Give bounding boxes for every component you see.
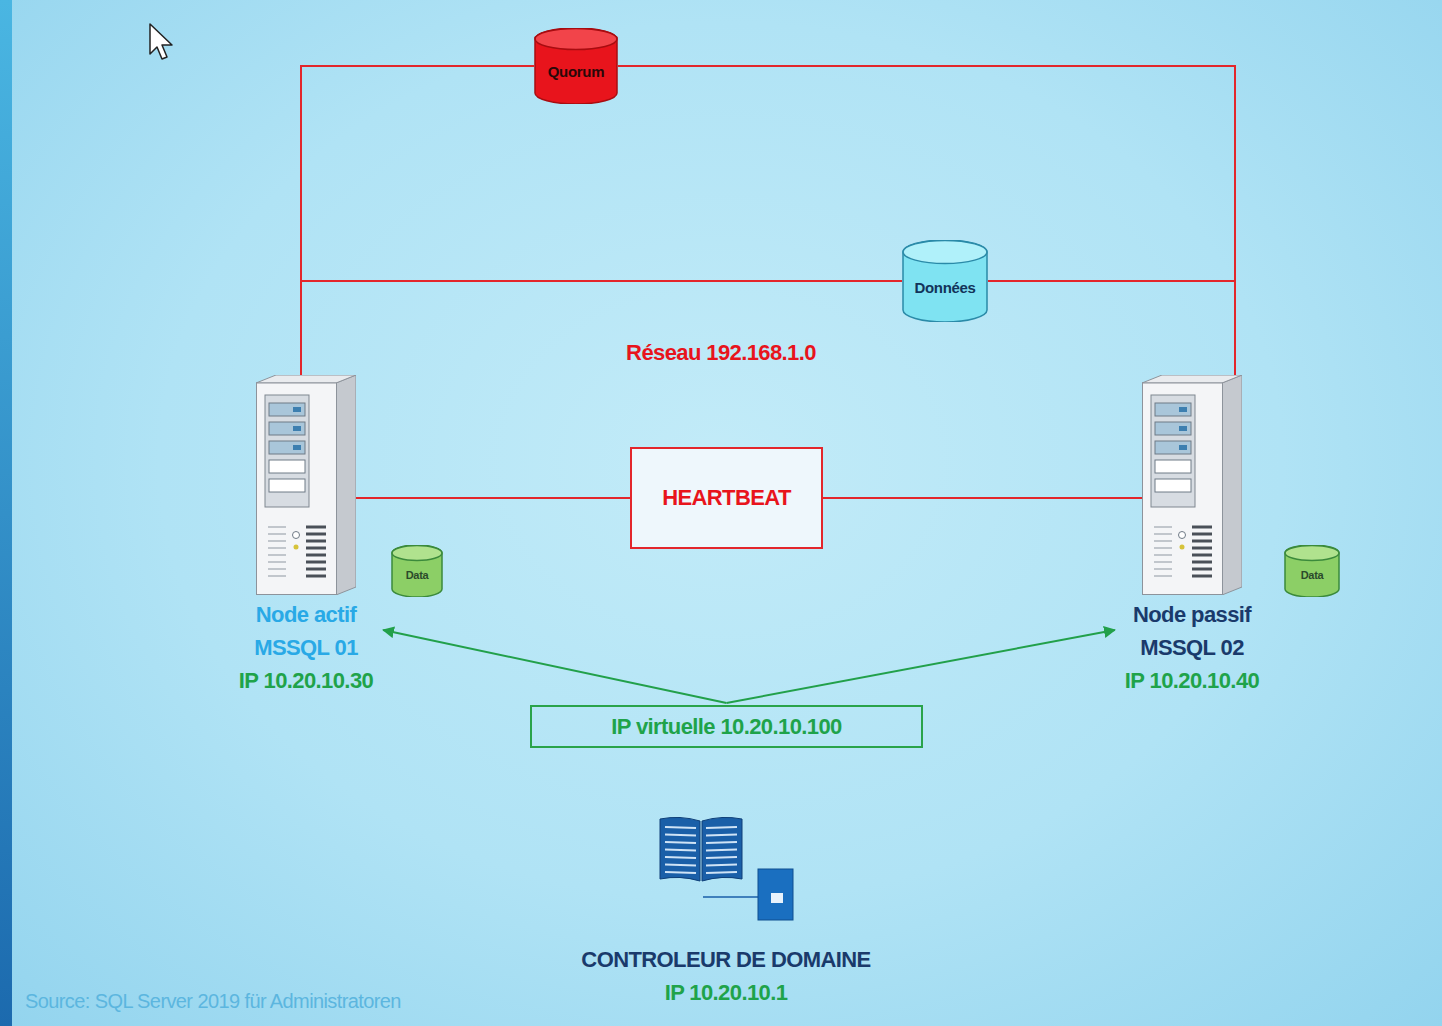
domain-controller-label: IP 10.20.10.1 <box>665 976 788 1009</box>
network-line <box>356 497 630 499</box>
storage-cylinder: Quorum <box>534 28 618 104</box>
server-label: Node actif <box>256 598 356 631</box>
process-box: IP virtuelle 10.20.10.100 <box>530 705 923 748</box>
domain-controller: CONTROLEUR DE DOMAINEIP 10.20.10.1 <box>577 815 874 1009</box>
cylinder-label: Data <box>1301 569 1324 581</box>
cylinder-label: Données <box>914 279 975 296</box>
network-line <box>823 497 1142 499</box>
server-node: Node actifMSSQL 01IP 10.20.10.30 <box>235 375 377 697</box>
domain-controller-label: CONTROLEUR DE DOMAINE <box>581 943 870 976</box>
cylinder-label: Quorum <box>548 63 605 80</box>
server-label: Node passif <box>1133 598 1251 631</box>
box-label: IP virtuelle 10.20.10.100 <box>611 714 841 740</box>
network-label: Réseau 192.168.1.0 <box>0 340 1442 366</box>
arrow-connector <box>383 630 726 703</box>
server-label: IP 10.20.10.40 <box>1125 664 1259 697</box>
server-label: MSSQL 01 <box>254 631 358 664</box>
arrow-connector <box>727 630 1115 703</box>
cylinder-label: Data <box>406 569 429 581</box>
source-note: Source: SQL Server 2019 für Administrato… <box>25 990 401 1013</box>
server-label: MSSQL 02 <box>1140 631 1244 664</box>
storage-cylinder: Données <box>902 240 988 322</box>
domain-controller-icon <box>658 815 794 921</box>
network-line <box>618 66 1235 375</box>
edge-bar <box>0 0 12 1026</box>
server-icon <box>1142 375 1242 595</box>
storage-cylinder: Data <box>391 545 443 597</box>
server-label: IP 10.20.10.30 <box>239 664 373 697</box>
network-line <box>988 281 1235 375</box>
process-box: HEARTBEAT <box>630 447 823 549</box>
network-line <box>301 66 534 375</box>
mouse-cursor <box>148 22 178 66</box>
box-label: HEARTBEAT <box>662 485 791 511</box>
storage-cylinder: Data <box>1284 545 1340 597</box>
server-icon <box>256 375 356 595</box>
server-node: Node passifMSSQL 02IP 10.20.10.40 <box>1121 375 1263 697</box>
